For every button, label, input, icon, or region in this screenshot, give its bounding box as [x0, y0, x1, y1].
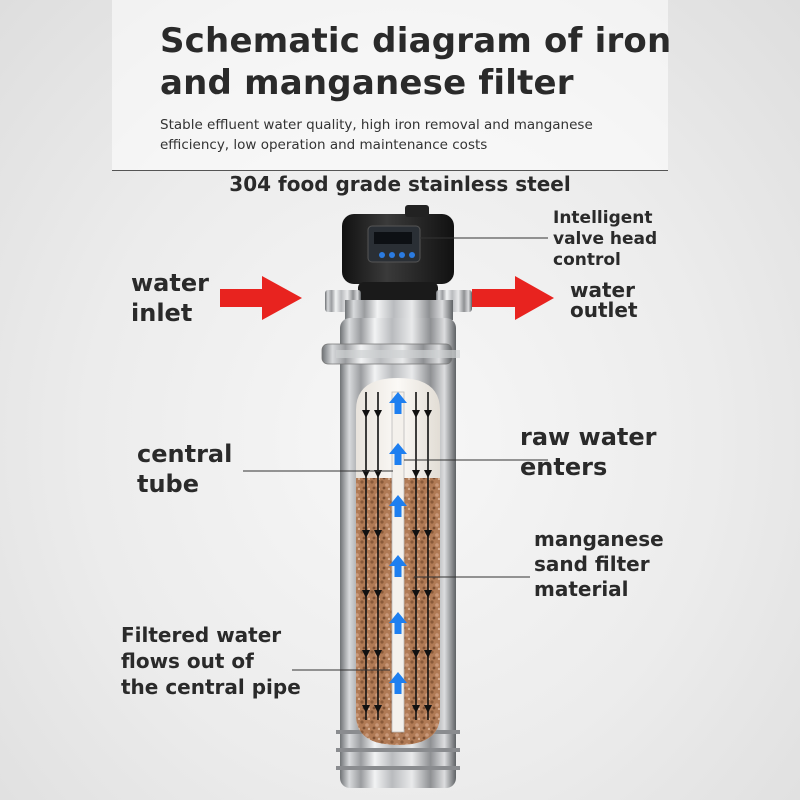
blue-up-arrow-icon: [389, 672, 407, 694]
black-down-arrow-icon: [424, 590, 432, 598]
water-outlet-label: water outlet: [570, 280, 638, 320]
valve-label-line-1: Intelligent: [553, 208, 653, 228]
valve-label-line-3: control: [553, 250, 621, 270]
black-down-arrow-icon: [362, 530, 370, 538]
down-flow-arrows: [365, 392, 429, 720]
diagram-title: Schematic diagram of iron and manganese …: [160, 20, 680, 104]
raw-label-line-1: raw water: [520, 423, 657, 451]
inlet-arrow: [220, 276, 302, 320]
raw-water-label: raw water enters: [520, 422, 657, 482]
sand-label-line-2: sand filter: [534, 552, 650, 576]
outlet-label-line-2: outlet: [570, 298, 638, 322]
valve-head-label: Intelligent valve head control: [553, 208, 657, 271]
black-down-arrow-icon: [374, 590, 382, 598]
black-down-arrow-icon: [412, 470, 420, 478]
black-down-arrow-icon: [362, 590, 370, 598]
diagram-subtitle: Stable effluent water quality, high iron…: [160, 115, 640, 155]
black-down-arrow-icon: [374, 650, 382, 658]
black-down-arrow-icon: [424, 530, 432, 538]
black-down-arrow-icon: [374, 410, 382, 418]
blue-up-arrow-icon: [389, 495, 407, 517]
black-down-arrow-icon: [374, 530, 382, 538]
outlet-arrow: [472, 276, 554, 320]
water-inlet-label: water inlet: [131, 268, 209, 328]
blue-up-arrow-icon: [389, 555, 407, 577]
black-down-arrow-icon: [424, 650, 432, 658]
subtitle-line-1: Stable effluent water quality, high iron…: [160, 117, 593, 133]
valve-head: [342, 205, 454, 308]
central-label-line-2: tube: [137, 470, 200, 498]
black-down-arrow-icon: [362, 410, 370, 418]
pipe-fittings: [325, 290, 472, 320]
filtered-water-label: Filtered water flows out of the central …: [121, 622, 301, 700]
filtered-label-line-3: the central pipe: [121, 675, 301, 699]
valve-label-line-2: valve head: [553, 229, 658, 249]
black-down-arrow-icon: [374, 470, 382, 478]
black-down-arrow-icon: [412, 705, 420, 713]
blue-up-arrow-icon: [389, 443, 407, 465]
material-label: 304 food grade stainless steel: [229, 172, 571, 196]
filtered-label-line-1: Filtered water: [121, 623, 282, 647]
black-down-arrow-icon: [362, 410, 432, 713]
red-arrow-icon: [472, 276, 554, 320]
manganese-sand-label: manganese sand filter material: [534, 527, 664, 602]
outlet-label-line-1: water: [570, 278, 635, 302]
black-down-arrow-icon: [362, 470, 370, 478]
inlet-label-line-1: water: [131, 269, 209, 297]
red-arrow-icon: [220, 276, 302, 320]
up-flow-arrows: [389, 392, 407, 694]
black-down-arrow-icon: [374, 705, 382, 713]
sand-label-line-3: material: [534, 577, 629, 601]
sand-label-line-1: manganese: [534, 527, 664, 551]
raw-label-line-2: enters: [520, 453, 608, 481]
black-down-arrow-icon: [424, 410, 432, 418]
black-down-arrow-icon: [412, 530, 420, 538]
title-line-1: Schematic diagram of iron: [160, 21, 672, 61]
title-line-2: and manganese filter: [160, 63, 574, 103]
central-tube-label: central tube: [137, 439, 232, 499]
black-down-arrow-icon: [424, 705, 432, 713]
black-down-arrow-icon: [362, 650, 370, 658]
blue-up-arrow-icon: [389, 612, 407, 634]
header-panel: [112, 0, 668, 170]
filtered-label-line-2: flows out of: [121, 649, 254, 673]
black-down-arrow-icon: [362, 705, 370, 713]
central-label-line-1: central: [137, 440, 233, 468]
blue-up-arrow-icon: [389, 392, 407, 414]
black-down-arrow-icon: [412, 590, 420, 598]
inlet-label-line-2: inlet: [131, 299, 193, 327]
black-down-arrow-icon: [424, 470, 432, 478]
black-down-arrow-icon: [412, 650, 420, 658]
black-down-arrow-icon: [412, 410, 420, 418]
header-divider: [112, 170, 668, 171]
subtitle-line-2: efficiency, low operation and maintenanc…: [160, 137, 488, 153]
leader-lines: [243, 237, 548, 671]
